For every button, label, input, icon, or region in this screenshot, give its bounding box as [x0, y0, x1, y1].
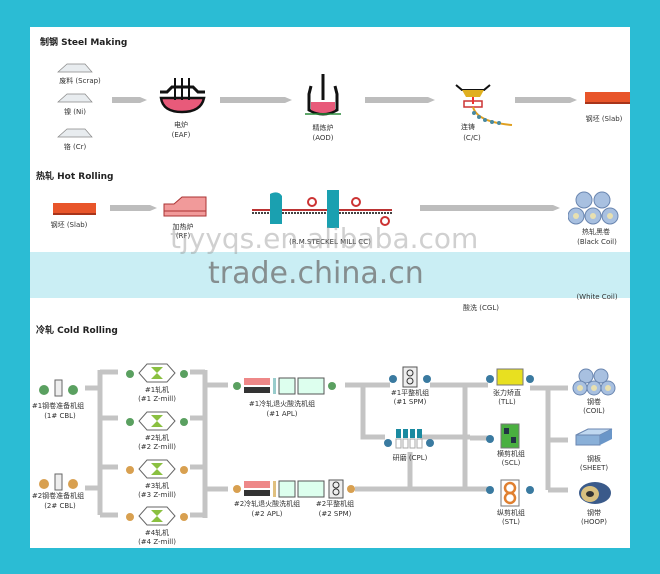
- spm2-label: (#2 SPM): [318, 510, 352, 518]
- slab-icon: [53, 203, 96, 215]
- cgl-label: 酸洗 (CGL): [463, 304, 499, 312]
- tll-label: (TLL): [498, 398, 516, 406]
- white-coil-label: (White Coil): [576, 293, 618, 301]
- ni-label: 镍 (Ni): [64, 108, 86, 116]
- raw-material-pile-icons: [57, 63, 93, 138]
- aod-cn-label: 精炼炉: [312, 124, 334, 132]
- black-coil-cn-label: 热轧黑卷: [582, 228, 610, 236]
- zmill-cn-label: #2轧机: [144, 434, 170, 442]
- eaf-label: (EAF): [171, 131, 191, 139]
- rf-label: (RF): [175, 232, 191, 240]
- cbl2-icon: [39, 473, 78, 491]
- eaf-cn-label: 电炉: [174, 121, 188, 129]
- zmill-label: (#3 Z-mill): [138, 491, 176, 499]
- zmill-cn-label: #4轧机: [144, 529, 170, 537]
- continuous-caster-icon: [455, 84, 513, 126]
- cbl1-cn-label: #1钢卷准备机组: [31, 402, 85, 410]
- stl-label: (STL): [501, 518, 521, 526]
- alibaba-watermark: tjyyqs.en.alibaba.com: [170, 222, 479, 255]
- cr-label: 铬 (Cr): [63, 143, 87, 151]
- cbl1-icon: [39, 379, 78, 397]
- apl2-spm2-icon: [233, 479, 355, 499]
- zmill-icon: [126, 363, 188, 383]
- zmill-cn-label: #1轧机: [144, 386, 170, 394]
- zmill-label: (#4 Z-mill): [138, 538, 176, 546]
- zmill-label: (#2 Z-mill): [138, 443, 176, 451]
- zmill-icon: [126, 506, 188, 526]
- zmill-icon: [126, 411, 188, 431]
- cc-label: (C/C): [463, 134, 481, 142]
- hoop-label: (HOOP): [581, 518, 607, 526]
- mill-label: (R.M.STECKEL MILL CC): [289, 238, 371, 246]
- reheating-furnace-icon: [163, 196, 207, 217]
- sheet-label: (SHEET): [579, 464, 609, 472]
- hot-rolling-title: 热轧 Hot Rolling: [36, 172, 114, 182]
- scl-cn-label: 横剪机组: [497, 450, 525, 458]
- cbl2-cn-label: #2钢卷准备机组: [31, 492, 85, 500]
- scl-label: (SCL): [501, 459, 521, 467]
- spm2-cn-label: #2平整机组: [315, 500, 355, 508]
- coil-label: (COIL): [583, 407, 605, 415]
- coil-cn-label: 钢卷: [587, 398, 601, 406]
- steckel-mill-icon: [252, 190, 392, 228]
- cpl-label: 研磨 (CPL): [392, 454, 428, 462]
- watermark-band: [0, 252, 660, 298]
- apl2-label: (#2 APL): [251, 510, 283, 518]
- aod-converter-icon: [305, 74, 341, 116]
- scl-icon: [486, 423, 520, 449]
- zmill-label: (#1 Z-mill): [138, 395, 176, 403]
- slab-icon: [585, 92, 630, 104]
- hr-slab-label: 钢坯 (Slab): [50, 221, 88, 229]
- trade-watermark: trade.china.cn: [208, 256, 424, 291]
- cpl-icon: [384, 429, 434, 449]
- spm1-label: (#1 SPM): [393, 398, 427, 406]
- cold-rolling-connectors: [85, 369, 568, 518]
- coil-icon: [572, 368, 616, 396]
- cbl2-label: (2# CBL): [44, 502, 76, 510]
- slab-label: 钢坯 (Slab): [585, 115, 623, 123]
- apl1-cn-label: #1冷轧退火酸洗机组: [248, 400, 316, 408]
- tll-cn-label: 张力矫直: [493, 389, 521, 397]
- steel-making-title: 制钢 Steel Making: [40, 38, 128, 48]
- black-coil-label: (Black Coil): [577, 238, 617, 246]
- steel-making-arrows: [110, 97, 577, 211]
- zmill-icon: [126, 459, 188, 479]
- hoop-cn-label: 钢带: [587, 509, 601, 517]
- stl-cn-label: 纵剪机组: [497, 509, 525, 517]
- cold-rolling-title: 冷轧 Cold Rolling: [36, 326, 118, 336]
- zmill-cn-label: #3轧机: [144, 482, 170, 490]
- aod-label: (AOD): [312, 134, 334, 142]
- cbl1-label: (1# CBL): [44, 412, 76, 420]
- sheet-cn-label: 钢板: [587, 455, 601, 463]
- spm1-cn-label: #1平整机组: [390, 389, 430, 397]
- scrap-label: 废料 (Scrap): [59, 77, 101, 85]
- hoop-icon: [579, 482, 611, 504]
- spm1-icon: [389, 366, 431, 388]
- apl2-cn-label: #2冷轧退火酸洗机组: [233, 500, 301, 508]
- apl1-icon: [233, 377, 336, 395]
- eaf-furnace-icon: [159, 78, 206, 114]
- black-coil-icon: [568, 191, 619, 225]
- apl1-label: (#1 APL): [266, 410, 298, 418]
- sheet-icon: [575, 428, 613, 446]
- tll-icon: [486, 368, 534, 386]
- cc-cn-label: 连铸: [461, 123, 475, 131]
- stl-icon: [486, 479, 534, 507]
- rf-cn-label: 加热炉: [172, 223, 194, 231]
